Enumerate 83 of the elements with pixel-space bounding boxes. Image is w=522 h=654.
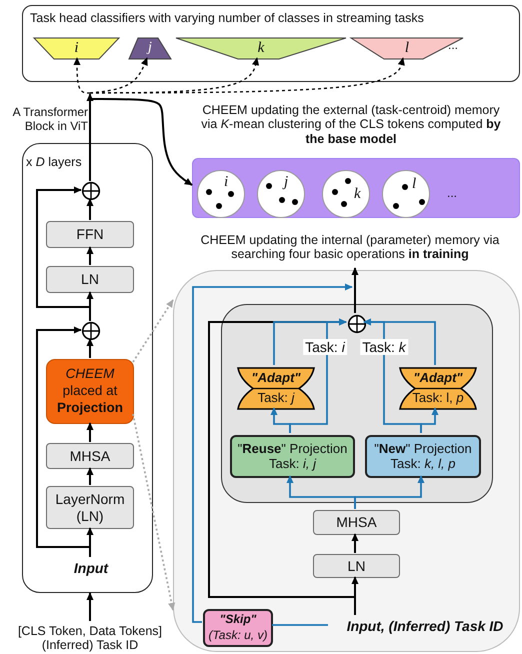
node-label: l — [404, 40, 410, 58]
node-label: j — [284, 174, 288, 192]
classifier-head — [176, 38, 346, 59]
classifier-head — [129, 38, 171, 59]
classifier-head — [351, 38, 463, 59]
layer-box — [313, 554, 400, 578]
arrow — [86, 422, 94, 442]
arrow — [86, 198, 94, 220]
panel-title: x D layers — [26, 155, 83, 170]
node-label: l — [412, 176, 416, 194]
arrow — [36, 186, 91, 321]
adapt-hourglass — [398, 367, 478, 410]
adapt-hourglass — [236, 367, 316, 410]
sum-junction — [82, 322, 100, 340]
arrow — [351, 533, 359, 553]
new-box — [365, 435, 481, 478]
node-label: Task: l, p — [412, 390, 464, 406]
node-label: LayerNorm (LN) — [54, 491, 126, 524]
layer-box — [46, 486, 134, 529]
arrow — [192, 283, 353, 623]
cluster-circle — [197, 170, 245, 218]
arrow — [86, 246, 94, 265]
node-label: Task: i, j — [269, 456, 316, 472]
cluster-circle — [382, 170, 430, 218]
arrow — [363, 318, 436, 365]
node-label: "New" Projection — [374, 442, 472, 456]
layer-box — [313, 510, 400, 535]
zoom-panel — [173, 270, 520, 652]
arrow — [86, 467, 94, 485]
ellipsis-label: ... — [447, 186, 458, 200]
dashed-arrow — [132, 299, 174, 362]
ellipsis-label: ... — [448, 38, 458, 52]
node-label: k — [258, 40, 264, 58]
edge-label: Task: k — [360, 339, 408, 355]
node-label: Task: k, l, p — [390, 456, 456, 472]
arrow — [273, 318, 347, 365]
input-label: Input — [56, 558, 126, 578]
node-label: "Skip" — [220, 612, 256, 628]
node-label: "Adapt" — [413, 371, 463, 386]
memory-panel — [192, 158, 520, 218]
arrow — [86, 338, 94, 358]
edge-label: Task: i — [303, 339, 347, 355]
classifier-panel — [22, 5, 520, 82]
arrow — [86, 592, 94, 621]
module-box — [46, 359, 134, 424]
cluster-circle — [257, 170, 305, 218]
module-panel — [221, 304, 493, 503]
cluster-circle — [322, 170, 370, 218]
arrow — [86, 93, 193, 186]
input-caption: [CLS Token, Data Tokens] (Inferred) Task ID — [10, 621, 170, 654]
panel-title: A Transformer Block in ViT — [12, 106, 88, 134]
node-label: LN — [81, 271, 99, 288]
input-label: Input, (Inferred) Task ID — [329, 616, 521, 636]
skip-box — [203, 609, 273, 647]
dashed-arrow — [132, 414, 176, 611]
classifier-head — [34, 38, 119, 59]
panel-heading: CHEEM updating the internal (parameter) memory via searching four basic operations in training — [200, 233, 500, 262]
arrow — [354, 475, 425, 509]
sum-junction — [348, 315, 366, 333]
node-label: "Adapt" — [251, 371, 301, 386]
arrow — [351, 267, 359, 313]
panel-heading: CHEEM updating the external (task-centroid) memory via K-mean clustering of the CLS tokens computed by the base model — [200, 103, 502, 146]
layer-box — [46, 221, 134, 248]
node-label: i — [224, 174, 228, 192]
node-label: j — [148, 40, 152, 57]
node-label: (Task: u, v) — [208, 628, 268, 644]
node-label: CHEEM placed at Projection — [56, 366, 124, 417]
node-label: k — [354, 186, 361, 204]
connector-line — [272, 624, 328, 626]
reuse-box — [230, 435, 355, 478]
arrow — [36, 326, 91, 557]
node-label: MHSA — [336, 514, 377, 531]
panel-title: Task head classifiers with varying number of classes in streaming tasks — [30, 11, 425, 26]
layer-box — [46, 266, 134, 293]
node-label: FFN — [76, 226, 104, 243]
layer-box — [46, 443, 134, 469]
node-label: Task: j — [258, 390, 294, 406]
node-label: MHSA — [70, 448, 110, 464]
sum-junction — [82, 182, 100, 200]
node-label: LN — [348, 558, 366, 574]
node-label: "Reuse" Projection — [238, 442, 348, 456]
node-label: i — [74, 40, 79, 58]
transformer-block-panel — [22, 143, 153, 593]
